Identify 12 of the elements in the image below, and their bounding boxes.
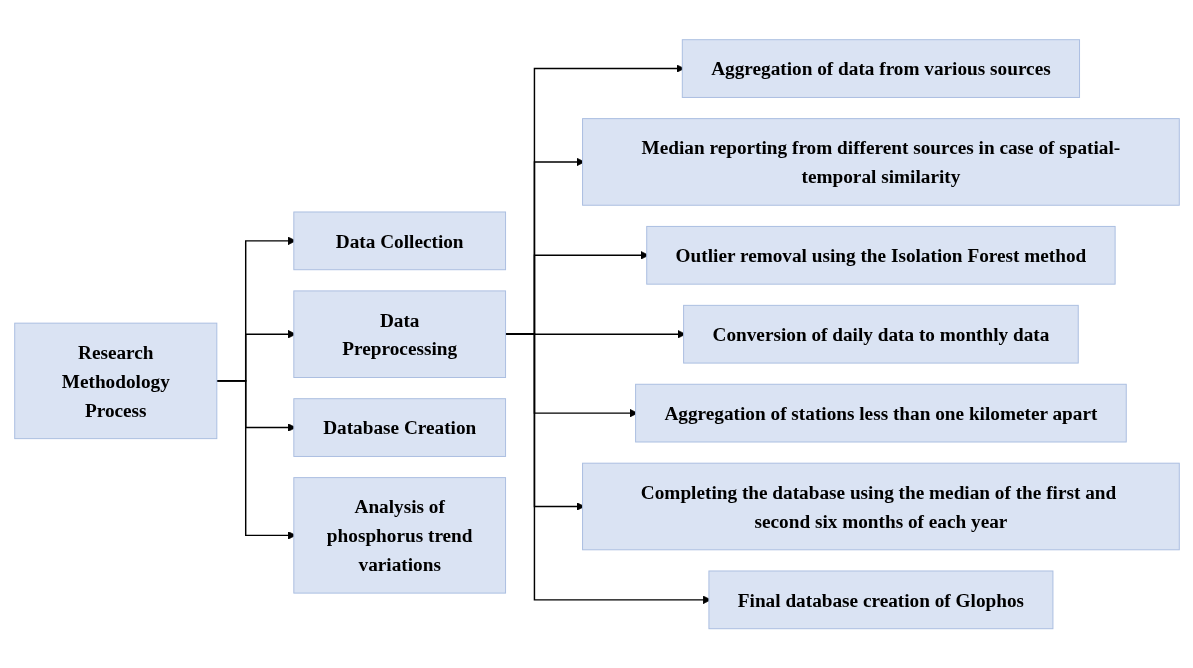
node-box: Data Collection <box>292 211 506 270</box>
node-box: Research Methodology Process <box>13 322 217 439</box>
node-box: Aggregation of data from various sources <box>681 39 1080 98</box>
node-box: Final database creation of Glophos <box>707 570 1053 629</box>
node-box: Analysis of phosphorus trend variations <box>292 476 506 594</box>
node-box: Database Creation <box>292 398 506 457</box>
node-box: Aggregation of stations less than one kilometer apart <box>634 383 1127 443</box>
node-box: Outlier removal using the Isolation Forest method <box>645 225 1116 285</box>
node-box: Completing the database using the median of the first and second six months of each year <box>581 462 1180 551</box>
node-box: Median reporting from different sources in case of spatial-temporal similarity <box>581 117 1180 206</box>
node-box: Conversion of daily data to monthly data <box>682 304 1079 364</box>
node-box: Data Preprocessing <box>292 290 506 378</box>
